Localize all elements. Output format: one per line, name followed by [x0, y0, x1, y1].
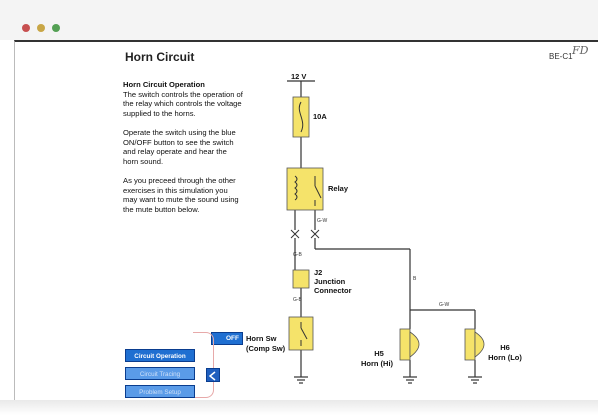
junction-label-id: J2 [314, 268, 323, 277]
relay-label: Relay [328, 184, 349, 193]
description-heading: Horn Circuit Operation [123, 80, 205, 89]
relay-contact-icon [314, 185, 322, 199]
junction-label-name: Junction [314, 277, 346, 286]
fuse-element-icon [298, 101, 304, 133]
horn-hi-label: Horn (Hi) [360, 359, 394, 368]
simulation-window: Horn Circuit BE-C1 FD Horn Circuit Opera… [14, 40, 598, 402]
ground-switch-icon [294, 376, 308, 384]
connector-j1-icon [290, 229, 320, 239]
wire-label-gw-2: G-W [317, 218, 328, 224]
wire-label-gw: G-W [439, 302, 450, 308]
junction-label-type: Connector [314, 286, 352, 295]
horn-hi-bell-icon [409, 331, 420, 358]
description-paragraph-2: Operate the switch using the blue ON/OFF… [123, 128, 236, 166]
description-paragraph-1: The switch controls the operation of the… [123, 89, 243, 118]
menu-panel-outline [193, 332, 214, 398]
menu-problem-setup-button[interactable]: Problem Setup [125, 385, 195, 398]
supply-label: 12 V [291, 72, 307, 81]
horn-switch-contact-icon [300, 327, 308, 340]
horn-hi-id: H5 [374, 349, 384, 358]
on-off-button[interactable]: OFF [211, 332, 243, 345]
wire-label-gb-2: G-B [293, 252, 302, 258]
horn-hi-body [399, 328, 411, 361]
junction-connector-component [292, 269, 310, 289]
collapse-menu-button[interactable] [206, 368, 220, 382]
ground-horn-lo-icon [468, 376, 482, 384]
menu-circuit-operation-button[interactable]: Circuit Operation [125, 349, 195, 362]
fuse-label: 10A [313, 112, 327, 121]
wire-label-gb-1: G-B [293, 297, 302, 303]
relay-component [286, 167, 324, 211]
horn-lo-label: Horn (Lo) [488, 353, 522, 362]
wire-label-b: B [413, 276, 417, 282]
description-panel: Horn Circuit Operation The switch contro… [123, 80, 243, 224]
description-paragraph-3: As you preceed through the other exercis… [123, 176, 239, 214]
module-code-suffix: FD [572, 44, 589, 57]
horn-switch-sublabel: (Comp Sw) [246, 344, 286, 353]
horn-lo-bell-icon [474, 331, 485, 358]
horn-lo-id: H6 [500, 343, 510, 352]
ground-horn-hi-icon [403, 376, 417, 384]
relay-coil-icon [294, 175, 298, 201]
horn-switch-label: Horn Sw [246, 334, 277, 343]
page-title: Horn Circuit [125, 50, 195, 64]
browser-chrome [0, 0, 598, 40]
page-bottom-shadow [0, 400, 598, 415]
menu-circuit-tracing-button[interactable]: Circuit Tracing [125, 367, 195, 380]
maximize-dot-icon[interactable] [52, 24, 60, 32]
horn-lo-body [464, 328, 476, 361]
module-code: BE-C1 [549, 52, 573, 61]
chevron-left-icon [208, 371, 216, 381]
horn-circuit-schematic [286, 80, 485, 384]
minimize-dot-icon[interactable] [37, 24, 45, 32]
close-dot-icon[interactable] [22, 24, 30, 32]
